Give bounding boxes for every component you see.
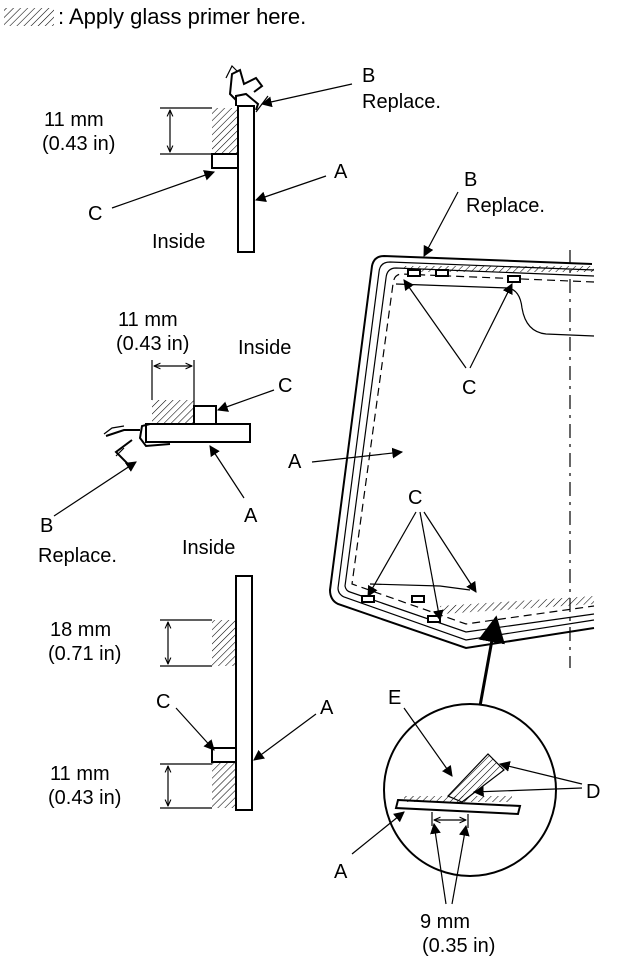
leader-d-2 [472,786,583,798]
legend-text: : Apply glass primer here. [58,4,306,29]
label-c: C [278,375,292,397]
molding-lip [103,425,125,457]
glass-panel [235,575,253,811]
dim-in: (0.35 in) [422,935,495,957]
dim-mm: 11 mm [44,109,104,131]
windshield-view: B Replace. C A C [288,169,595,707]
dim2-in: (0.43 in) [48,787,121,809]
primer-strip-bottom [440,596,594,614]
primer-area [152,400,194,424]
spacer-top-2 [435,269,449,277]
label-c-top: C [462,377,476,399]
spacer [211,747,237,763]
spacer-bottom-2 [411,595,425,603]
label-e: E [388,687,401,709]
label-b-note: Replace. [362,91,441,113]
inside-label: Inside [152,231,205,253]
leader-c-bottom-1 [367,511,417,597]
label-a: A [334,161,348,183]
leader-a [209,445,245,499]
leader-dim-2 [451,824,470,905]
detail-mid-section: 11 mm (0.43 in) Inside C A B Replace. [38,309,292,567]
primer-strip-top [404,266,594,272]
label-a: A [334,861,348,883]
leader-c-bottom-2 [419,511,444,622]
spacer [193,405,217,425]
detail-bottom-section: Inside 18 mm (0.71 in) C A 11 mm (0.43 i… [48,537,334,811]
leader-e [403,707,453,777]
leader-a [311,447,404,463]
inside-label: Inside [238,337,291,359]
dim1-mm: 18 mm [50,619,111,641]
label-b: B [362,65,375,87]
dim-in: (0.43 in) [42,133,115,155]
glass-edge-dashed [351,273,595,625]
leader-dim-1 [430,822,447,905]
label-b: B [40,515,53,537]
reference-line [395,283,595,337]
detail-top-section: 11 mm (0.43 in) B Replace. A C Inside [42,64,441,253]
leader-c [175,707,215,751]
leader-b [53,461,137,517]
label-c: C [156,691,170,713]
label-b: B [464,169,477,191]
label-c: C [88,203,102,225]
leader-c-top-1 [403,279,467,369]
leader-a [254,175,327,202]
leader-d-1 [498,761,583,785]
label-a: A [244,505,258,527]
spacer-top-3 [507,275,521,283]
leader-a [253,713,317,761]
label-b-note: Replace. [38,545,117,567]
legend: : Apply glass primer here. [4,4,306,29]
zoom-detail: E D A 9 mm (0.35 in) [334,687,600,957]
primer-area-lower [212,762,236,808]
windshield-outline [328,254,595,650]
zoom-glass [394,798,522,816]
spacer-bottom-3 [427,615,441,623]
inside-label: Inside [182,537,235,559]
molding [228,68,264,111]
glass-panel [145,423,251,443]
dim-mm: 11 mm [118,309,178,331]
primer-area-upper [212,620,236,666]
label-d: D [586,781,600,803]
dim-mm: 9 mm [420,911,470,933]
spacer [211,153,239,169]
spacer-bottom-1 [361,595,375,603]
label-a: A [288,451,302,473]
molding [105,423,171,465]
leader-a [351,811,405,855]
glass-panel [237,105,255,253]
leader-c-bottom-3 [423,511,477,593]
leader-c-top-2 [469,283,513,369]
label-b-note: Replace. [466,195,545,217]
label-a: A [320,697,334,719]
spacer-top-1 [407,269,421,277]
primer-swatch-icon [4,8,54,26]
leader-c [216,389,275,412]
zoom-arrow [478,615,505,707]
dim1-in: (0.71 in) [48,643,121,665]
leader-b [423,191,459,257]
leader-b [260,83,353,108]
reference-line-bottom [369,583,471,591]
dim2-mm: 11 mm [50,763,110,785]
leader-c [111,170,216,209]
label-c-bottom: C [408,487,422,509]
windshield-inner-2 [344,267,595,633]
windshield-inner-1 [337,261,595,641]
primer-area [212,108,238,156]
dim-in: (0.43 in) [116,333,189,355]
